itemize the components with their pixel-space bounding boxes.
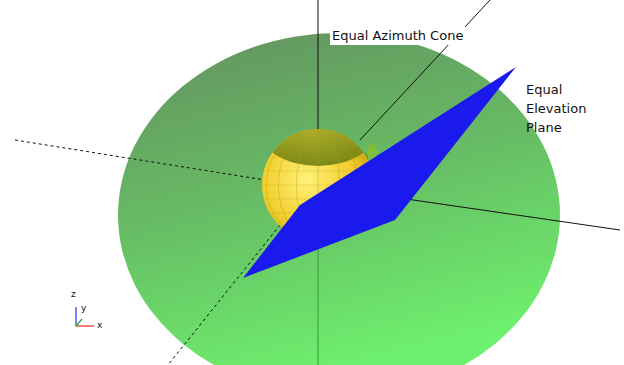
axis-line [318, 0, 319, 130]
axis-label: x [97, 320, 102, 331]
axis-line [168, 225, 280, 365]
axis-label: z [71, 289, 76, 300]
elevation-plane [243, 67, 516, 278]
axis-line [318, 240, 319, 365]
plane-label: Equal Elevation Plane [526, 80, 604, 137]
triad-axis [76, 319, 82, 326]
cone-label: Equal Azimuth Cone [330, 26, 465, 45]
azimuth-cone [118, 33, 560, 365]
axis-label: y [81, 303, 86, 314]
triad-axis [75, 307, 76, 326]
axis-line [15, 140, 265, 180]
triad-axis [76, 325, 94, 326]
